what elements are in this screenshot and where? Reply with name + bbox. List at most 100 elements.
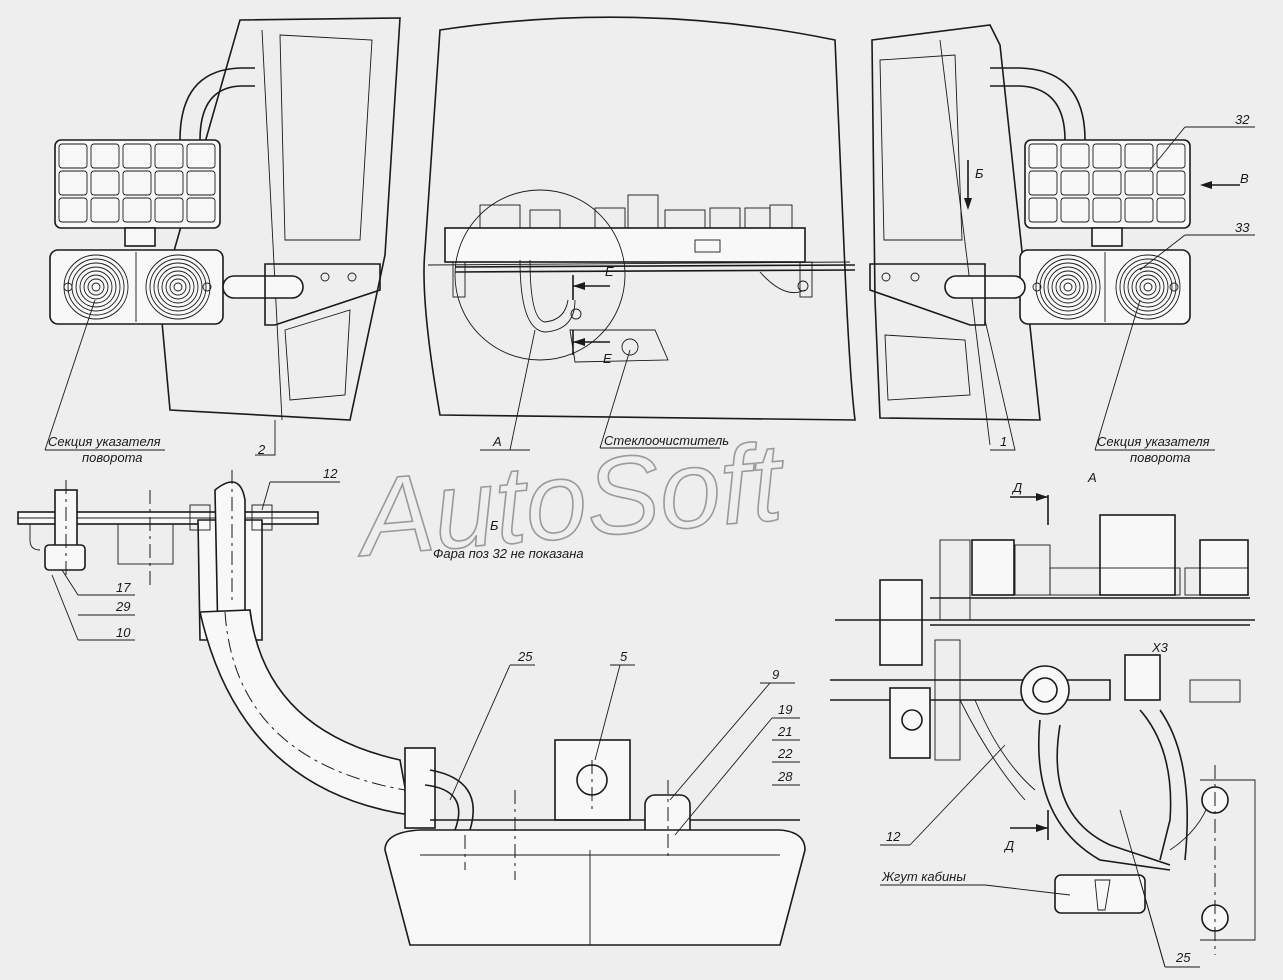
headlight-cell	[1028, 143, 1058, 169]
headlight-cell	[1156, 170, 1186, 196]
view-b-arrow-label: Б	[975, 166, 984, 181]
section-e-label-2: Е	[603, 351, 612, 366]
lens-ring	[67, 258, 125, 316]
view-v-arrow	[1200, 181, 1240, 189]
callout-5: 5	[620, 649, 628, 664]
callout-2: 2	[257, 442, 266, 457]
callout-12-bottom: 12	[886, 829, 901, 844]
view-a-detail: А	[1087, 470, 1097, 485]
headlight-cell	[154, 170, 184, 196]
headlight-cell	[1156, 197, 1186, 223]
lens-ring	[1035, 254, 1101, 320]
headlight-cell	[1028, 197, 1058, 223]
central-panel	[444, 194, 856, 363]
bracket-right	[869, 263, 1026, 326]
lens-ring	[1127, 266, 1169, 308]
turn-signal-right-label: Секция указателя	[1097, 434, 1210, 449]
leaders-detail-a	[880, 744, 1200, 968]
lens-ring	[169, 278, 187, 296]
callout-32: 32	[1235, 112, 1250, 127]
callout-17: 17	[116, 580, 131, 595]
headlight-cell	[58, 143, 88, 169]
detail-b-section	[17, 470, 340, 641]
lens-ring	[1047, 266, 1089, 308]
lens-ring	[91, 282, 101, 292]
headlight-left	[54, 139, 221, 247]
headlight-cell	[122, 170, 152, 196]
callout-29: 29	[115, 599, 130, 614]
cab-front-view	[159, 16, 1086, 446]
turn-signal-left	[49, 249, 224, 325]
callout-19: 19	[778, 702, 792, 717]
turn-signal-left-label-2: поворота	[82, 450, 143, 465]
headlight-cell	[154, 143, 184, 169]
leaders-middle	[449, 664, 800, 836]
headlight-cell	[1092, 197, 1122, 223]
lens-ring	[157, 266, 199, 308]
callout-9: 9	[772, 667, 779, 682]
turn-signal-left-label: Секция указателя	[48, 434, 161, 449]
lens-ring	[1051, 270, 1085, 304]
lens-ring	[79, 270, 113, 304]
headlight-cell	[58, 170, 88, 196]
wiper-label: Стеклоочиститель	[604, 433, 729, 448]
headlight-cell	[58, 197, 88, 223]
headlight-cell	[1124, 170, 1154, 196]
callout-25-mid: 25	[517, 649, 533, 664]
callout-10: 10	[116, 625, 131, 640]
callout-33: 33	[1235, 220, 1250, 235]
headlight-cell	[1124, 197, 1154, 223]
headlight-cell	[186, 197, 216, 223]
lens-ring	[1063, 282, 1073, 292]
connector-x3-label: Х3	[1151, 640, 1169, 655]
lens-ring	[1055, 274, 1081, 300]
lens-ring	[83, 274, 109, 300]
lens-ring	[1119, 258, 1177, 316]
detail-a-circle	[454, 189, 626, 361]
headlight-cell	[1060, 197, 1090, 223]
lens-ring	[161, 270, 195, 304]
headlight-cell	[122, 197, 152, 223]
lens-ring	[1043, 262, 1093, 312]
lens-ring	[1123, 262, 1173, 312]
headlight-cell	[90, 170, 120, 196]
headlight-right	[1024, 139, 1191, 247]
callout-1: 1	[1000, 434, 1007, 449]
lens-ring	[1135, 274, 1161, 300]
headlight-cell	[1060, 170, 1090, 196]
headlight-cell	[1124, 143, 1154, 169]
lens-ring	[173, 282, 183, 292]
section-d-label-1: Д	[1011, 480, 1022, 495]
callout-21: 21	[777, 724, 792, 739]
lens-ring	[1039, 258, 1097, 316]
callout-22: 22	[777, 746, 793, 761]
headlight-cell	[1060, 143, 1090, 169]
detail-a-view	[830, 493, 1256, 955]
lens-ring	[145, 254, 211, 320]
section-e-label-1: Е	[605, 264, 614, 279]
view-b-label: Б	[490, 518, 499, 533]
callout-25-bottom: 25	[1175, 950, 1191, 965]
lens-ring	[149, 258, 207, 316]
headlight-note: Фара поз 32 не показана	[433, 546, 584, 561]
turn-signal-right	[1019, 249, 1191, 325]
lens-ring	[1115, 254, 1181, 320]
callout-12-top: 12	[323, 466, 338, 481]
headlight-cell	[1092, 143, 1122, 169]
headlight-cell	[154, 197, 184, 223]
leaders-top	[44, 126, 1255, 456]
view-a-main: А	[492, 434, 502, 449]
bracket-left	[222, 263, 381, 326]
section-d-label-2: Д	[1003, 838, 1014, 853]
turn-signal-right-label-2: поворота	[1130, 450, 1191, 465]
lens-ring	[1143, 282, 1153, 292]
cab-harness-label: Жгут кабины	[881, 869, 966, 884]
lens-ring	[165, 274, 191, 300]
callout-28: 28	[777, 769, 793, 784]
lens-ring	[1139, 278, 1157, 296]
view-v-arrow-label: В	[1240, 171, 1249, 186]
lens-ring	[75, 266, 117, 308]
headlight-cell	[90, 143, 120, 169]
headlight-cell	[90, 197, 120, 223]
